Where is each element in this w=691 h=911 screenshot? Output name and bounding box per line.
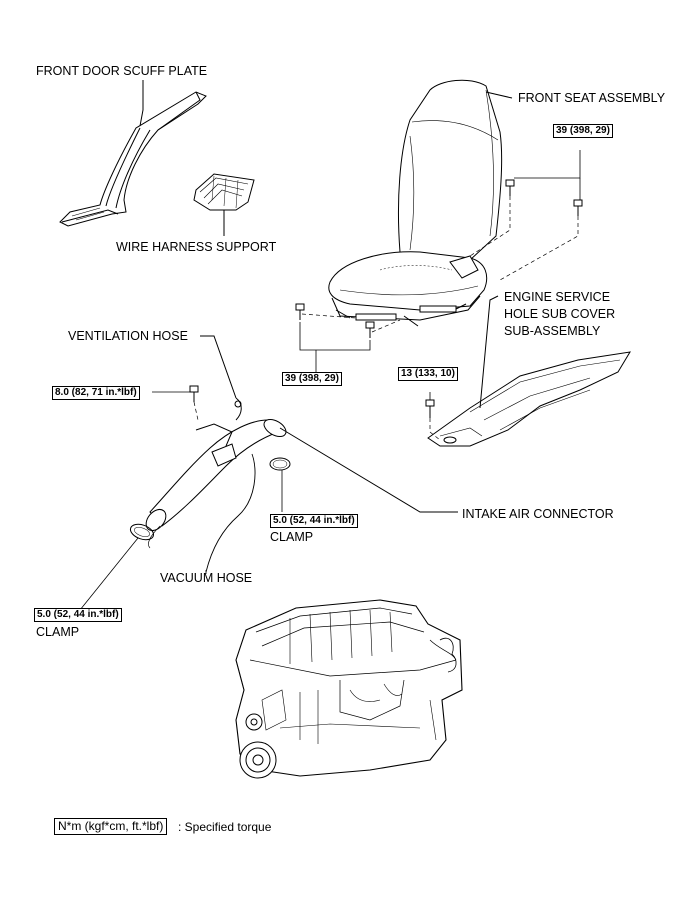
label-engine-service-cover-2: HOLE SUB COVER — [504, 307, 616, 321]
scuff-plate-drawing — [59, 91, 207, 227]
clamp-icon — [269, 457, 291, 471]
leader-intake — [279, 427, 458, 513]
leader-scuff-plate — [139, 80, 144, 127]
intake-connector-drawing — [145, 397, 287, 549]
bolt-icon — [425, 399, 435, 418]
legend-unit-box: N*m (kgf*cm, ft.*lbf) — [54, 818, 168, 835]
torque-connector-bolt: 8.0 (82, 71 in.*lbf) — [52, 386, 140, 400]
torque-seat-lower: 39 (398, 29) — [282, 372, 342, 386]
label-vacuum-hose: VACUUM HOSE — [160, 571, 253, 585]
clamp-icon — [129, 523, 155, 541]
legend-description: : Specified torque — [178, 820, 272, 834]
leader-cover — [479, 295, 499, 409]
label-intake-air-connector: INTAKE AIR CONNECTOR — [462, 507, 614, 521]
bolt-icon — [189, 385, 199, 402]
cover-drawing — [427, 351, 631, 447]
label-clamp-left: CLAMP — [36, 625, 80, 639]
label-front-door-scuff-plate: FRONT DOOR SCUFF PLATE — [36, 64, 208, 78]
bolt-icon — [295, 179, 583, 338]
torque-clamp-right: 5.0 (52, 44 in.*lbf) — [270, 514, 358, 528]
torque-cover: 13 (133, 10) — [398, 367, 458, 381]
leader-ventilation-hose — [200, 335, 237, 399]
engine-drawing — [235, 599, 463, 779]
label-clamp-right: CLAMP — [270, 530, 314, 544]
label-front-seat-assembly: FRONT SEAT ASSEMBLY — [518, 91, 666, 105]
label-ventilation-hose: VENTILATION HOSE — [68, 329, 188, 343]
leader-seat — [485, 91, 513, 99]
torque-clamp-left: 5.0 (52, 44 in.*lbf) — [34, 608, 122, 622]
label-engine-service-cover-3: SUB-ASSEMBLY — [504, 324, 601, 338]
label-engine-service-cover-1: ENGINE SERVICE — [504, 290, 611, 304]
seat-drawing — [328, 79, 503, 327]
label-wire-harness-support: WIRE HARNESS SUPPORT — [116, 240, 277, 254]
torque-seat-upper: 39 (398, 29) — [553, 124, 613, 138]
wire-harness-support-drawing — [193, 173, 255, 211]
